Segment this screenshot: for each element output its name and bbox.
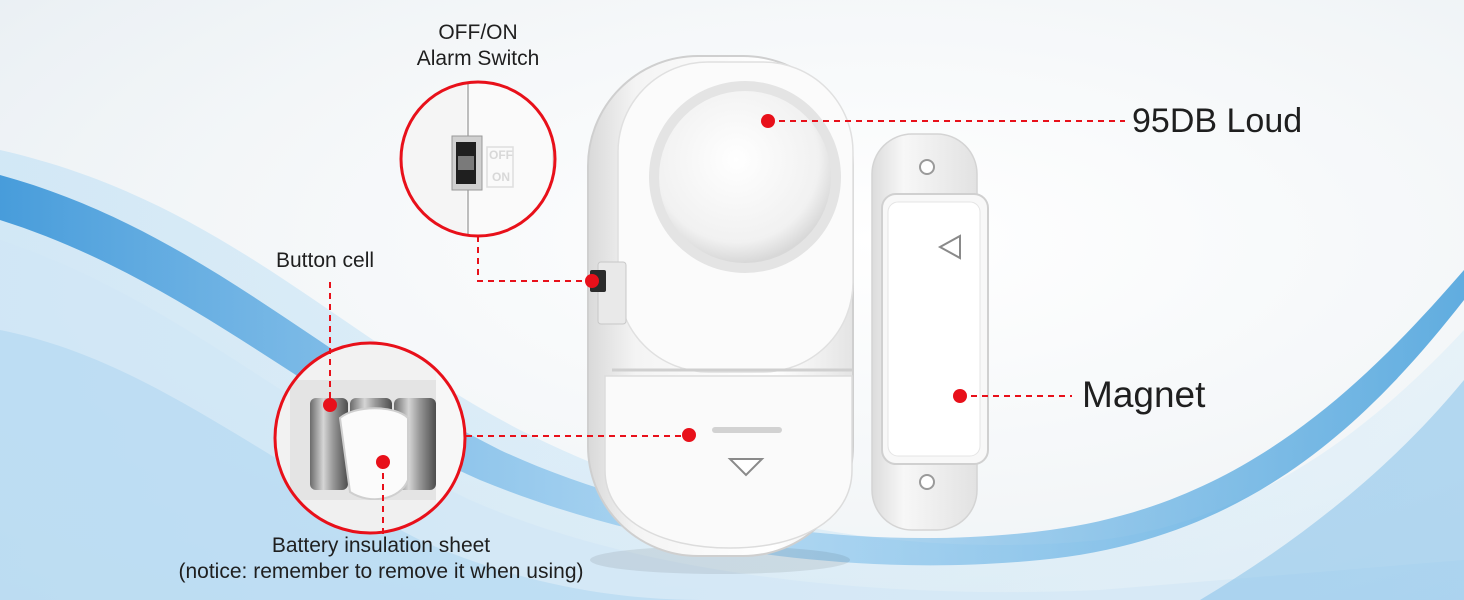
switch-zoom-circle: OFF ON [399, 80, 557, 238]
switch-label-line1: OFF/ON [438, 21, 518, 44]
battery-zoom-circle [273, 341, 467, 535]
insulation-label-line1: Battery insulation sheet [271, 534, 491, 557]
insulation-label-line2: (notice: remember to remove it when usin… [178, 560, 584, 583]
switch-off-text: OFF [489, 148, 513, 162]
callout-dots [323, 114, 967, 469]
alarm-unit [587, 55, 854, 574]
switch-label-line2: Alarm Switch [416, 47, 540, 70]
magnet-label: Magnet [1082, 374, 1206, 415]
callout-lines [329, 120, 1125, 536]
switch-label: OFF/ON Alarm Switch [388, 20, 568, 72]
button-cell-label: Button cell [276, 249, 375, 272]
arrow-left-icon [937, 234, 961, 260]
arrow-down-icon [727, 458, 765, 477]
switch-on-text: ON [492, 170, 510, 184]
magnet-unit [871, 133, 989, 531]
insulation-label: Battery insulation sheet (notice: rememb… [150, 533, 612, 585]
loud-label: 95DB Loud [1132, 102, 1303, 140]
